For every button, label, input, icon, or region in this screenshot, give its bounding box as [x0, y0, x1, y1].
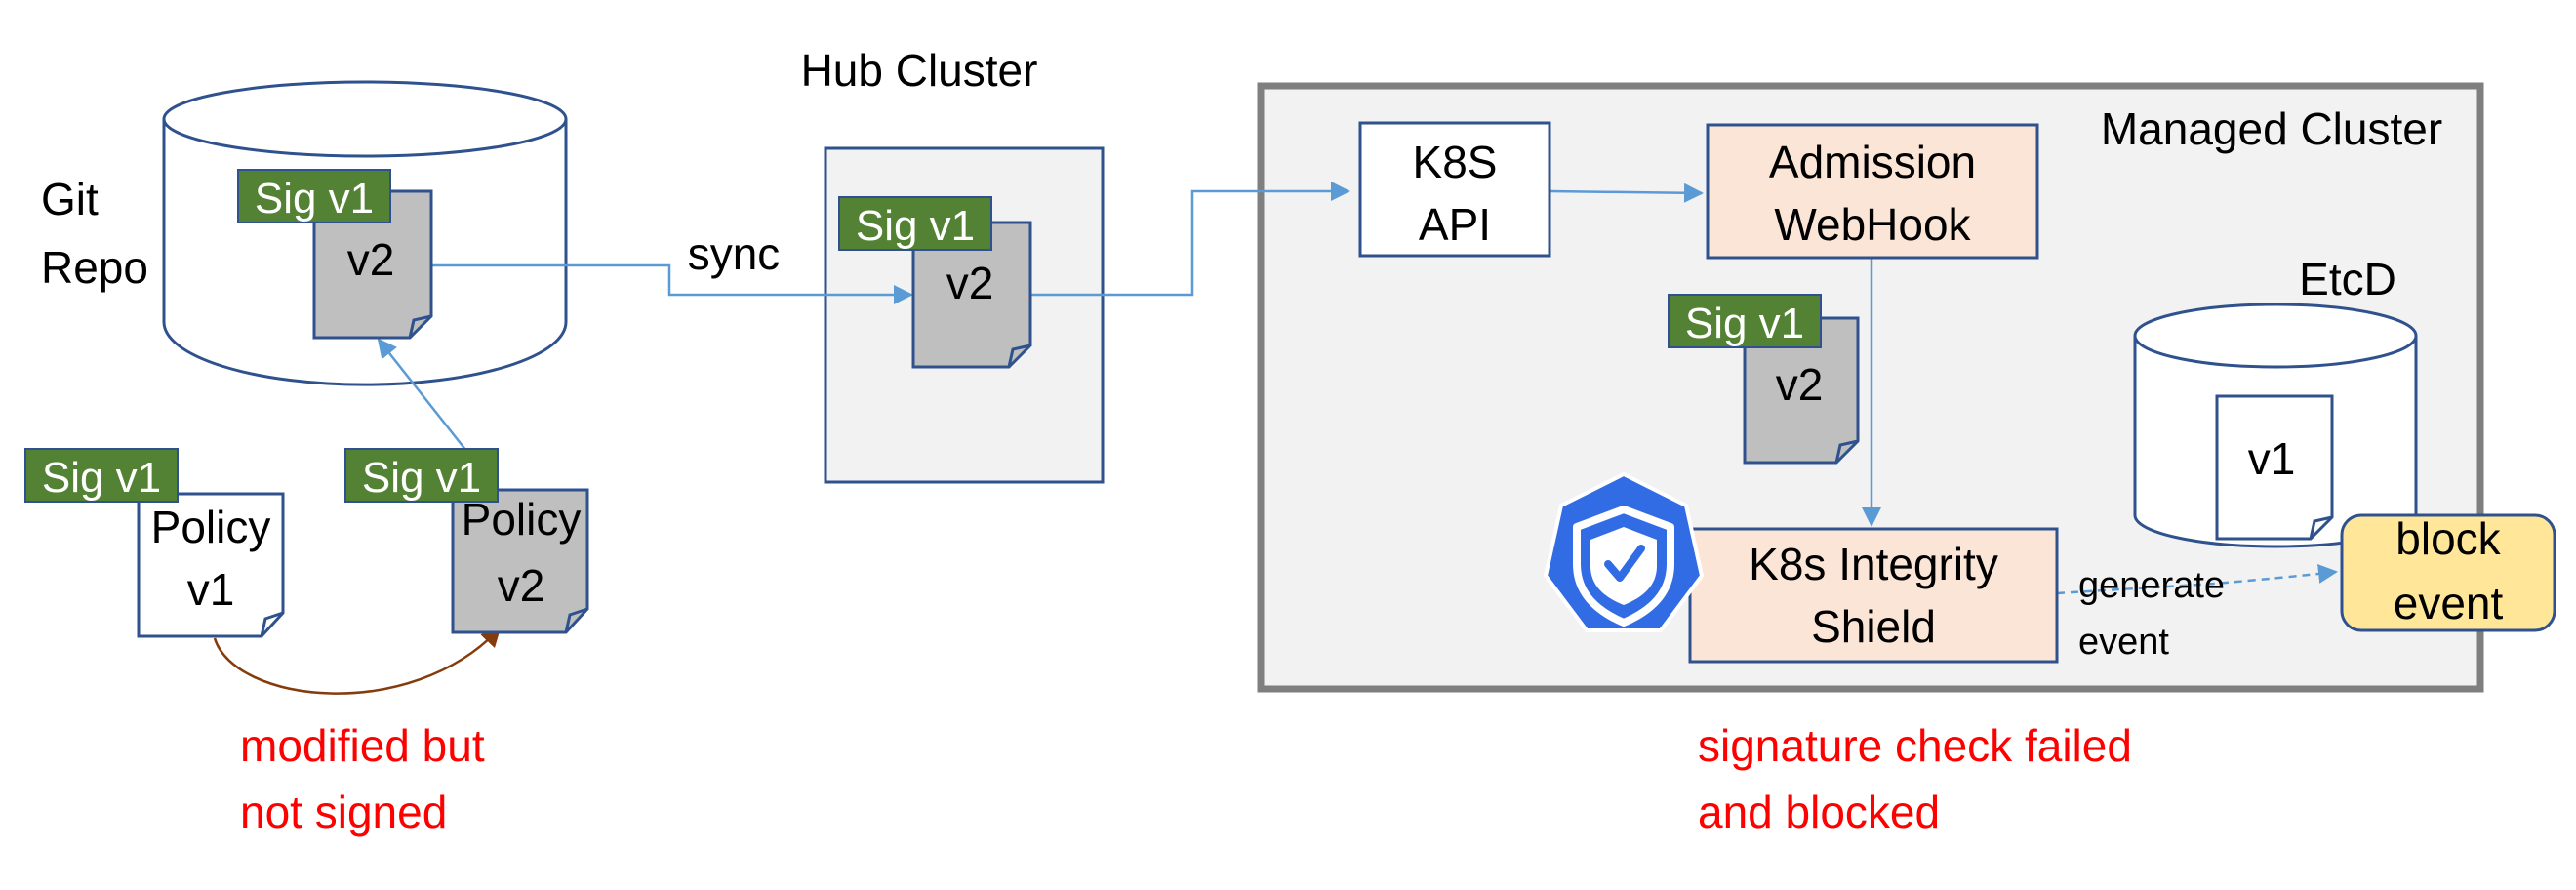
generate-event-arrow [2056, 564, 2338, 595]
admission-webhook-box [1706, 123, 2039, 260]
policy-v1-doc [137, 492, 285, 638]
integrity-shield-logo [1543, 471, 1705, 632]
policy-v2-sig-label: Sig v1 [362, 454, 481, 502]
check-icon [1604, 545, 1645, 582]
policy-v1-label-line1: Policy [151, 502, 271, 552]
k8s-api-label-line2: API [1419, 199, 1491, 250]
managed-cluster-label: Managed Cluster [2101, 103, 2442, 154]
block-event-label-line1: block [2395, 513, 2501, 564]
managed-doc-v2 [1743, 316, 1860, 465]
block-event-box [2340, 513, 2556, 632]
hub-to-api-arrow [1030, 182, 1350, 297]
hub-doc-v2 [911, 221, 1032, 369]
git-repo-label-line1: Git [41, 174, 99, 224]
policy-v2-label-line2: v2 [498, 560, 545, 611]
shield-icon [1573, 506, 1674, 627]
git-sig-badge [237, 169, 391, 223]
hub-doc-v2-label: v2 [946, 258, 994, 308]
hub-sig-label: Sig v1 [856, 202, 975, 250]
modified-note-line1: modified but [240, 720, 485, 771]
admission-webhook-label-line2: WebHook [1774, 199, 1971, 250]
modified-curve-arrow [213, 627, 502, 695]
managed-sig-label: Sig v1 [1685, 300, 1804, 347]
generate-label-line1: generate [2078, 565, 2225, 606]
etcd-doc-v1-label: v1 [2248, 433, 2296, 484]
sync-label: sync [688, 228, 781, 279]
generate-label-line2: event [2078, 622, 2169, 663]
failed-note-line2: and blocked [1698, 787, 1940, 837]
etcd-doc-v1 [2215, 394, 2334, 541]
k8s-api-label-line1: K8S [1413, 137, 1498, 187]
managed-sig-badge [1668, 294, 1822, 348]
etcd-label: EtcD [2299, 254, 2396, 304]
git-doc-v2 [312, 189, 433, 340]
failed-note-line1: signature check failed [1698, 720, 2132, 771]
policy-v1-sig-label: Sig v1 [42, 454, 161, 502]
k8s-api-box [1358, 121, 1551, 258]
api-to-webhook-arrow [1549, 182, 1704, 203]
sync-arrow [429, 263, 913, 304]
git-sig-label: Sig v1 [255, 175, 374, 222]
block-event-label-line2: event [2394, 578, 2504, 628]
git-repo-label-line2: Repo [41, 242, 148, 293]
integrity-shield-box [1688, 527, 2059, 664]
hub-cluster-label: Hub Cluster [801, 45, 1038, 96]
policy-v2-doc [451, 488, 589, 634]
admission-webhook-label-line1: Admission [1769, 137, 1976, 187]
policy-v2-sig-badge [344, 448, 499, 503]
policy-v1-label-line2: v1 [187, 564, 235, 615]
policy-v1-sig-badge [24, 448, 179, 503]
git-doc-v2-label: v2 [347, 234, 395, 285]
integrity-shield-label-line2: Shield [1811, 601, 1936, 652]
integrity-shield-label-line1: K8s Integrity [1749, 539, 1998, 589]
managed-doc-v2-label: v2 [1776, 359, 1824, 410]
hub-sig-badge [838, 196, 992, 251]
modified-note-line2: not signed [240, 787, 447, 837]
